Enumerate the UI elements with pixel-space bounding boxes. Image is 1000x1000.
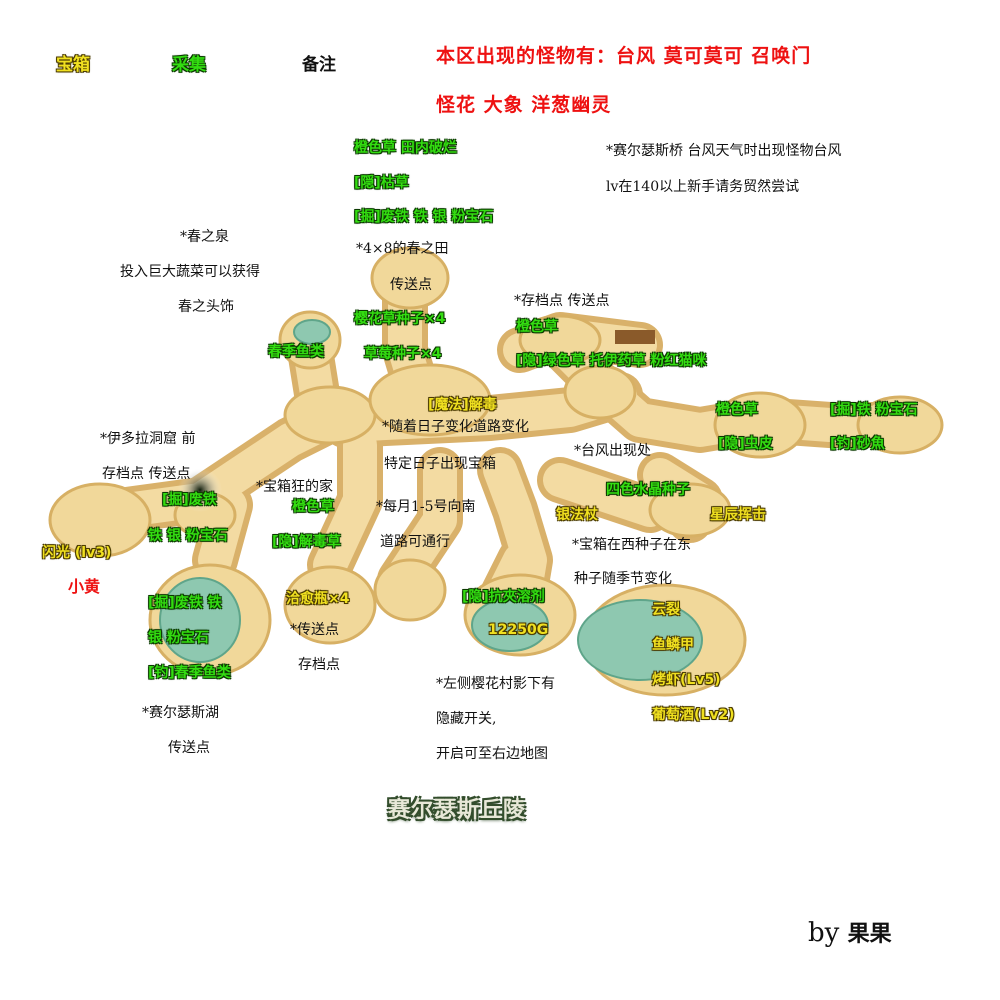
note-typhoon: *台风出现处: [574, 443, 651, 459]
map-water: [159, 319, 703, 681]
note-spring-1: *春之泉: [180, 229, 229, 245]
bridge: [615, 330, 655, 344]
map-title: 赛尔瑟斯丘陵: [388, 798, 527, 823]
treasure-label: [魔法]解毒: [428, 397, 497, 413]
note-seed-pos: *宝箱在西种子在东: [572, 537, 691, 553]
treasure-label: 12250G: [488, 622, 549, 638]
gather-label: 草莓种子×4: [364, 346, 442, 362]
note-chest-house: *宝箱狂的家: [256, 479, 333, 495]
cave-entrance: [178, 468, 222, 512]
legend-treasure: 宝箱: [56, 55, 90, 75]
note-monthly: *每月1-5号向南: [376, 499, 476, 515]
note-spring-3: 春之头饰: [178, 299, 234, 315]
note-lake-2: 传送点: [168, 740, 210, 756]
gather-label: [钓]砂魚: [830, 436, 885, 452]
gather-label: [隐]抗夾溶剂: [462, 589, 545, 605]
gather-label: [钓]春季鱼类: [148, 665, 231, 681]
note-bridge-2: lv在140以上新手请务贸然尝试: [606, 179, 800, 195]
note-savepoint-mid: 存档点: [298, 657, 340, 673]
gather-label: 橙色草: [292, 499, 334, 515]
gather-label: [掘]废铁 铁: [148, 595, 222, 611]
gather-label: [隠]枯草: [354, 175, 409, 191]
note-savepoint-ne: *存档点 传送点: [514, 293, 610, 309]
credit-by: by: [808, 918, 840, 948]
note-field: *4×8的春之田: [356, 241, 449, 257]
gather-label: 春季鱼类: [268, 344, 324, 360]
note-teleport-top: 传送点: [390, 277, 432, 293]
note-hidden-3: 开启可至右边地图: [436, 746, 548, 762]
treasure-label: 星辰挥击: [710, 507, 766, 523]
treasure-label: 烤虾(Lv5): [652, 672, 721, 688]
note-road-1: *随着日子变化道路变化: [382, 419, 529, 435]
note-lake-1: *赛尔瑟斯湖: [142, 705, 219, 721]
note-hidden-2: 隐藏开关,: [436, 711, 497, 727]
note-spring-2: 投入巨大蔬菜可以获得: [120, 264, 260, 280]
legend-remark: 备注: [302, 55, 336, 75]
note-cave-2: 存档点 传送点: [102, 466, 191, 482]
gather-label: 银 粉宝石: [148, 630, 209, 646]
gather-label: [隐]绿色草 托伊药草 粉红猫咪: [516, 353, 707, 369]
monster-list-line2: 怪花 大象 洋葱幽灵: [436, 94, 612, 116]
gather-label: [掘]废铁 铁 银 粉宝石: [354, 209, 494, 225]
treasure-label: 云裂: [652, 602, 680, 618]
treasure-label: 闪光 (lv3): [42, 545, 112, 561]
npc-name: 小黄: [68, 577, 101, 596]
note-teleport-mid: *传送点: [290, 622, 339, 638]
legend-gather: 采集: [172, 55, 206, 75]
gather-label: 橙色草: [716, 402, 758, 418]
treasure-label: 洽愈瓶×4: [286, 591, 350, 607]
note-seed-season: 种子随季节变化: [574, 571, 672, 587]
gather-label: [掘]废铁: [162, 492, 217, 508]
gather-label: [隐]解毒草: [272, 534, 341, 550]
gather-label: [掘]铁 粉宝石: [830, 402, 918, 418]
note-hidden-1: *左侧樱花村影下有: [436, 676, 555, 692]
monster-list-line1: 本区出现的怪物有：台风 莫可莫可 召唤门: [436, 45, 812, 67]
gather-label: 四色水晶种子: [606, 482, 690, 498]
gather-label: [隐]虫皮: [718, 436, 773, 452]
credit: by 果果: [808, 918, 892, 950]
credit-author: 果果: [847, 922, 892, 947]
treasure-label: 银法杖: [556, 507, 598, 523]
treasure-label: 葡萄酒(Lv2): [652, 707, 735, 723]
note-road-2: 特定日子出现宝箱: [384, 456, 496, 472]
note-cave-1: *伊多拉洞窟 前: [100, 431, 196, 447]
treasure-label: 鱼鳞甲: [652, 637, 694, 653]
note-passable: 道路可通行: [380, 534, 450, 550]
gather-label: 铁 银 粉宝石: [148, 528, 228, 544]
note-bridge-1: *赛尔瑟斯桥 台风天气时出现怪物台风: [606, 143, 842, 159]
gather-label: 樱花草种子×4: [354, 311, 446, 327]
gather-label: 橙色草: [516, 319, 558, 335]
gather-label: 橙色草 田内破烂: [354, 140, 457, 156]
